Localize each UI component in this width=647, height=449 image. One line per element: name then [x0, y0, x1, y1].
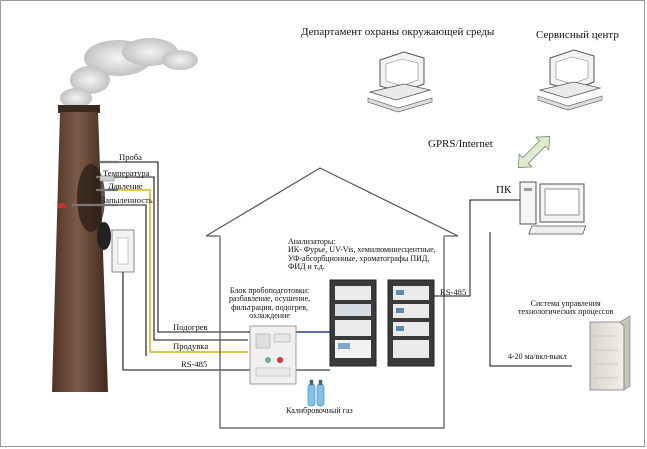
rs485-link	[434, 199, 528, 297]
gas-cylinder-icon	[307, 379, 325, 407]
analyzers-label: Анализаторы: ИК- Фурье, UV-Vis, хемилюми…	[288, 237, 436, 272]
dust-label: Запыленность	[101, 195, 153, 205]
pressure-label: Давление	[108, 181, 143, 191]
control-link	[489, 232, 572, 367]
lab-house	[205, 167, 459, 429]
service-center-label: Сервисный центр	[536, 29, 619, 41]
rack-cabinet-icon	[329, 279, 377, 367]
rs485-right-label: RS-485	[440, 287, 467, 297]
computer-icon	[367, 51, 433, 113]
heating-label: Подогрев	[173, 322, 208, 332]
junction-box	[111, 229, 135, 273]
gprs-arrow	[518, 136, 550, 168]
smoke-cloud-icon	[60, 38, 198, 108]
rack-cabinet-icon	[387, 279, 435, 367]
gprs-label: GPRS/Internet	[428, 138, 493, 150]
dept-label: Департамент охраны окружающей среды	[301, 26, 495, 38]
server-cabinet-icon	[589, 315, 631, 391]
chimney	[52, 105, 111, 392]
purge-label: Продувка	[173, 341, 209, 351]
computer-icon	[537, 49, 603, 111]
temperature-label: Температура	[103, 168, 150, 178]
signal-label: 4-20 ма/вкл-выкл	[508, 352, 567, 361]
prep-label: Блок пробоподготовки: разбавление, осуше…	[229, 286, 311, 321]
probe-label: Проба	[119, 152, 142, 162]
computer-icon	[519, 181, 587, 235]
pc-label: ПК	[496, 184, 512, 196]
rs485-left-label: RS-485	[181, 359, 208, 369]
control-system-label: Система управления технологических проце…	[518, 299, 614, 317]
calibration-gas-label: Калибровочный газ	[286, 406, 353, 415]
sample-prep-unit	[249, 325, 297, 385]
